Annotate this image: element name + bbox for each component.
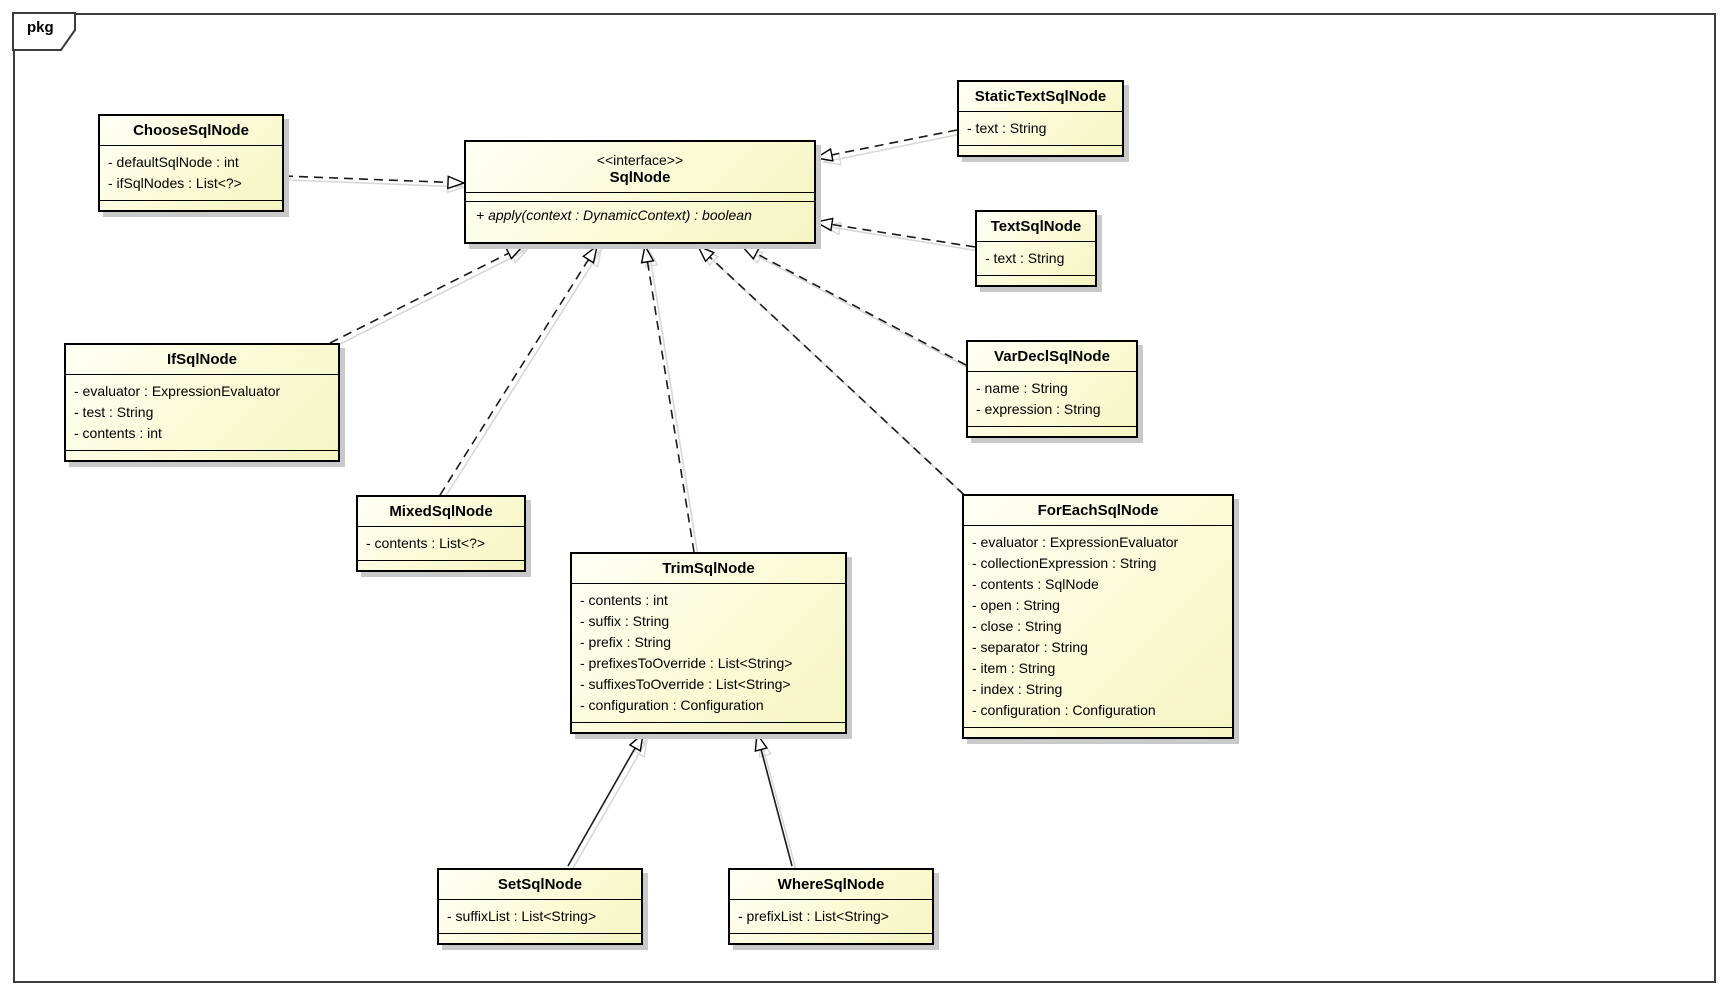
class-attribute: - item : String <box>972 660 1056 676</box>
class-operations-empty <box>730 934 932 943</box>
class-attribute: - prefix : String <box>580 634 672 650</box>
class-attributes: - prefixList : List<String> <box>730 900 932 934</box>
class-attributes: - contents : List<?> <box>358 527 524 561</box>
class-attributes: - contents : int - suffix : String - prefi… <box>572 584 845 723</box>
class-attribute: - configuration : Configuration <box>580 697 764 713</box>
class-title: ForEachSqlNode <box>964 496 1232 526</box>
class-attribute: - configuration : Configuration <box>972 702 1156 718</box>
class-title: StaticTextSqlNode <box>959 82 1122 112</box>
class-attribute: - close : String <box>972 618 1062 634</box>
class-mixedsqlnode[interactable]: MixedSqlNode - contents : List<?> <box>356 495 526 572</box>
class-setsqlnode[interactable]: SetSqlNode - suffixList : List<String> <box>437 868 643 945</box>
class-statictextsqlnode[interactable]: StaticTextSqlNode - text : String <box>957 80 1124 157</box>
package-frame <box>13 13 1716 983</box>
class-attribute: - test : String <box>74 404 154 420</box>
class-textsqlnode[interactable]: TextSqlNode - text : String <box>975 210 1097 287</box>
class-operations-empty <box>977 276 1095 285</box>
class-trimsqlnode[interactable]: TrimSqlNode - contents : int - suffix : S… <box>570 552 847 734</box>
class-attribute: - contents : int <box>74 425 162 441</box>
class-name: SqlNode <box>609 169 671 186</box>
class-operations-empty <box>358 561 524 570</box>
class-title: MixedSqlNode <box>358 497 524 527</box>
class-attribute: - name : String <box>976 380 1068 396</box>
class-attributes: - suffixList : List<String> <box>439 900 641 934</box>
class-attributes-empty <box>466 193 814 202</box>
class-operations-empty <box>968 427 1136 436</box>
class-title: IfSqlNode <box>66 345 338 375</box>
class-attribute: - text : String <box>985 250 1065 266</box>
class-wheresqlnode[interactable]: WhereSqlNode - prefixList : List<String> <box>728 868 934 945</box>
class-ifsqlnode[interactable]: IfSqlNode - evaluator : ExpressionEvalua… <box>64 343 340 462</box>
class-attribute: - evaluator : ExpressionEvaluator <box>74 383 281 399</box>
class-attribute: - suffixList : List<String> <box>447 908 597 924</box>
class-attribute: - suffix : String <box>580 613 670 629</box>
class-vardeclsqlnode[interactable]: VarDeclSqlNode - name : String - expressi… <box>966 340 1138 438</box>
class-operations: + apply(context : DynamicContext) : bool… <box>466 202 814 229</box>
class-operations-empty <box>100 201 282 210</box>
class-attribute: - suffixesToOverride : List<String> <box>580 676 791 692</box>
interface-stereotype: <<interface>> <box>596 152 684 168</box>
class-attribute: - separator : String <box>972 639 1088 655</box>
class-attributes: - defaultSqlNode : int - ifSqlNodes : Lis… <box>100 146 282 201</box>
class-operations-empty <box>959 146 1122 155</box>
class-attribute: - prefixList : List<String> <box>738 908 889 924</box>
class-attribute: - text : String <box>967 120 1047 136</box>
class-operations-empty <box>439 934 641 943</box>
class-operation: + apply(context : DynamicContext) : bool… <box>476 207 752 223</box>
class-attributes: - text : String <box>977 242 1095 276</box>
class-title: WhereSqlNode <box>730 870 932 900</box>
class-attribute: - prefixesToOverride : List<String> <box>580 655 793 671</box>
class-foreachsqlnode[interactable]: ForEachSqlNode - evaluator : ExpressionE… <box>962 494 1234 739</box>
class-title: <<interface>> SqlNode <box>466 142 814 193</box>
class-title: SetSqlNode <box>439 870 641 900</box>
class-attributes: - name : String - expression : String <box>968 372 1136 427</box>
class-operations-empty <box>572 723 845 732</box>
class-choosesqlnode[interactable]: ChooseSqlNode - defaultSqlNode : int - if… <box>98 114 284 212</box>
class-operations-empty <box>964 728 1232 737</box>
class-title: TextSqlNode <box>977 212 1095 242</box>
class-attribute: - contents : SqlNode <box>972 576 1099 592</box>
class-title: ChooseSqlNode <box>100 116 282 146</box>
class-attribute: - ifSqlNodes : List<?> <box>108 175 242 191</box>
class-attribute: - expression : String <box>976 401 1101 417</box>
class-title: VarDeclSqlNode <box>968 342 1136 372</box>
class-attribute: - contents : List<?> <box>366 535 486 551</box>
class-attribute: - open : String <box>972 597 1060 613</box>
class-sqlnode-interface[interactable]: <<interface>> SqlNode + apply(context : … <box>464 140 816 244</box>
class-attributes: - text : String <box>959 112 1122 146</box>
package-label: pkg <box>27 19 54 36</box>
class-attributes: - evaluator : ExpressionEvaluator - test … <box>66 375 338 451</box>
class-attribute: - index : String <box>972 681 1063 697</box>
class-operations-empty <box>66 451 338 460</box>
class-title: TrimSqlNode <box>572 554 845 584</box>
class-attribute: - defaultSqlNode : int <box>108 154 239 170</box>
class-attribute: - collectionExpression : String <box>972 555 1157 571</box>
class-attribute: - evaluator : ExpressionEvaluator <box>972 534 1179 550</box>
class-attribute: - contents : int <box>580 592 668 608</box>
class-attributes: - evaluator : ExpressionEvaluator - colle… <box>964 526 1232 728</box>
